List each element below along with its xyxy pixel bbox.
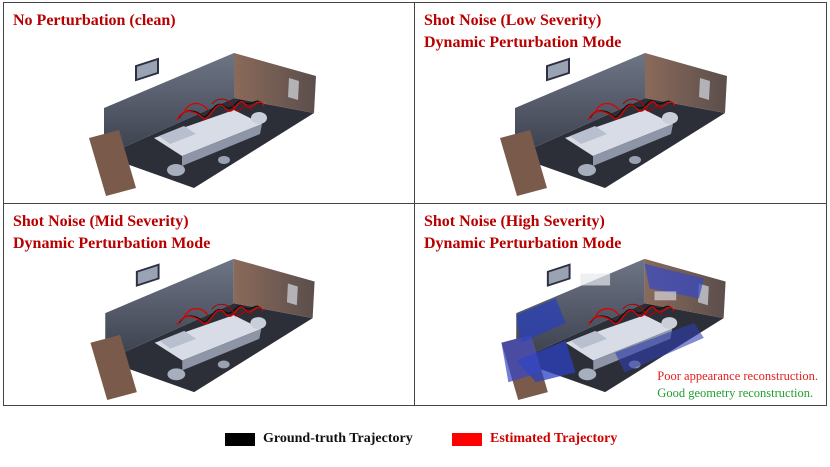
legend-label: Estimated Trajectory — [490, 431, 618, 446]
legend: Ground-truth Trajectory Estimated Trajec… — [0, 428, 830, 450]
panel-high-severity: Shot Noise (High Severity) Dynamic Pertu… — [415, 204, 826, 405]
panel-clean: No Perturbation (clean) — [4, 3, 415, 204]
legend-label: Ground-truth Trajectory — [263, 431, 413, 446]
room-reconstruction — [84, 244, 324, 402]
geometry-note: Good geometry reconstruction. — [657, 386, 814, 400]
panel-title-line-2: Dynamic Perturbation Mode — [13, 235, 211, 252]
panel-title-line-2: Dynamic Perturbation Mode — [424, 34, 622, 51]
panel-title-line-1: Shot Noise (Mid Severity) — [13, 213, 189, 230]
panel-title-line-1: No Perturbation (clean) — [13, 12, 176, 29]
legend-swatch-red — [452, 432, 482, 446]
appearance-note: Poor appearance reconstruction. — [657, 369, 818, 383]
reconstruction-annotation: Poor appearance reconstruction. Good geo… — [657, 368, 818, 402]
legend-ground-truth: Ground-truth Trajectory — [225, 428, 413, 450]
room-reconstruction — [495, 38, 735, 198]
panel-title: Shot Noise (High Severity) Dynamic Pertu… — [424, 211, 621, 255]
legend-swatch-black — [225, 432, 255, 446]
panel-title: Shot Noise (Mid Severity) Dynamic Pertur… — [13, 211, 210, 255]
panel-title-line-2: Dynamic Perturbation Mode — [424, 235, 622, 252]
panel-title: Shot Noise (Low Severity) Dynamic Pertur… — [424, 10, 621, 54]
legend-estimated: Estimated Trajectory — [452, 428, 617, 450]
panel-title-line-1: Shot Noise (High Severity) — [424, 213, 605, 230]
panel-title-line-1: Shot Noise (Low Severity) — [424, 12, 602, 29]
panel-title: No Perturbation (clean) — [13, 10, 176, 32]
figure-grid: No Perturbation (clean) Shot Noise (Low … — [3, 2, 827, 406]
room-reconstruction — [84, 38, 324, 198]
panel-mid-severity: Shot Noise (Mid Severity) Dynamic Pertur… — [4, 204, 415, 405]
panel-low-severity: Shot Noise (Low Severity) Dynamic Pertur… — [415, 3, 826, 204]
